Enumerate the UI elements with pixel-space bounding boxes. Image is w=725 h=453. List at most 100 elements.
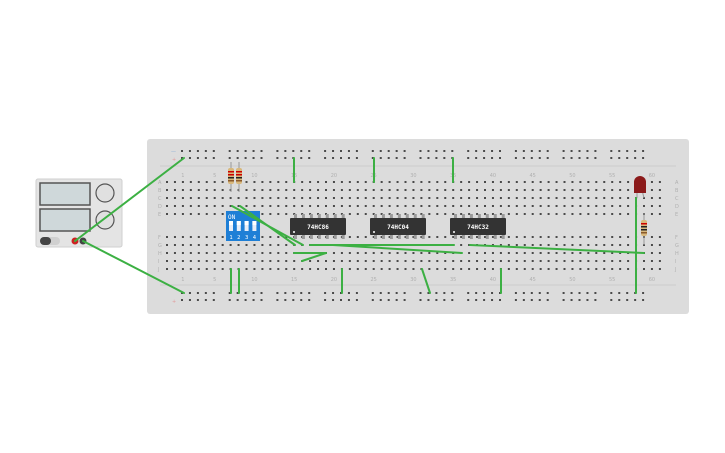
hole[interactable] [611,268,614,270]
hole[interactable] [555,244,558,246]
rail-hole[interactable] [228,150,231,152]
rail-hole[interactable] [642,292,645,294]
rail-hole[interactable] [586,292,589,294]
hole[interactable] [603,244,606,246]
hole[interactable] [428,213,431,215]
rail-hole[interactable] [530,292,533,294]
rail-hole[interactable] [522,292,525,294]
rail-hole[interactable] [435,292,438,294]
rail-hole[interactable] [387,157,390,159]
hole[interactable] [197,205,200,207]
hole[interactable] [372,189,375,191]
hole[interactable] [587,268,590,270]
rail-hole[interactable] [570,157,573,159]
hole[interactable] [658,213,661,215]
hole[interactable] [539,260,542,262]
hole[interactable] [396,181,399,183]
rail-hole[interactable] [228,292,231,294]
hole[interactable] [499,236,502,238]
hole[interactable] [213,205,216,207]
hole[interactable] [444,213,447,215]
hole[interactable] [420,260,423,262]
rail-hole[interactable] [276,292,279,294]
hole[interactable] [491,260,494,262]
rail-hole[interactable] [212,157,215,159]
hole[interactable] [221,260,224,262]
hole[interactable] [356,205,359,207]
hole[interactable] [547,244,550,246]
hole[interactable] [603,252,606,254]
hole[interactable] [460,181,463,183]
rail-hole[interactable] [371,150,374,152]
hole[interactable] [325,181,327,183]
hole[interactable] [468,197,471,199]
hole[interactable] [364,268,367,270]
hole[interactable] [396,197,399,199]
hole[interactable] [285,268,288,270]
hole[interactable] [460,244,463,246]
hole[interactable] [587,189,590,191]
rail-hole[interactable] [499,157,501,159]
rail-hole[interactable] [395,150,398,152]
hole[interactable] [571,236,574,238]
hole[interactable] [579,213,582,215]
rail-hole[interactable] [379,292,382,294]
hole[interactable] [563,205,566,207]
hole[interactable] [261,244,264,246]
rail-hole[interactable] [347,292,350,294]
hole[interactable] [484,268,486,270]
hole[interactable] [364,236,367,238]
hole[interactable] [213,197,216,199]
rail-hole[interactable] [475,157,478,159]
hole[interactable] [571,260,574,262]
hole[interactable] [166,181,168,183]
hole[interactable] [285,197,288,199]
hole[interactable] [221,197,224,199]
hole[interactable] [491,252,494,254]
hole[interactable] [539,197,542,199]
rail-hole[interactable] [634,157,637,159]
hole[interactable] [484,260,486,262]
hole[interactable] [619,189,622,191]
hole[interactable] [277,181,280,183]
rail-hole[interactable] [244,150,247,152]
rail-hole[interactable] [181,299,183,301]
rail-hole[interactable] [419,150,422,152]
rail-hole[interactable] [252,299,255,301]
hole[interactable] [619,268,622,270]
hole[interactable] [388,268,391,270]
hole[interactable] [213,244,216,246]
hole[interactable] [269,260,272,262]
rail-hole[interactable] [284,150,287,152]
rail-hole[interactable] [514,292,517,294]
hole[interactable] [619,252,622,254]
hole[interactable] [595,181,598,183]
hole[interactable] [380,213,383,215]
hole[interactable] [205,205,208,207]
hole[interactable] [221,236,224,238]
rail-hole[interactable] [403,292,406,294]
hole[interactable] [650,213,653,215]
hole[interactable] [499,252,502,254]
hole[interactable] [173,213,176,215]
rail-hole[interactable] [467,157,470,159]
hole[interactable] [547,268,550,270]
hole[interactable] [627,244,630,246]
hole[interactable] [539,244,542,246]
hole[interactable] [571,189,574,191]
hole[interactable] [523,244,526,246]
hole[interactable] [380,252,383,254]
hole[interactable] [261,205,264,207]
hole[interactable] [412,252,415,254]
rail-hole[interactable] [403,299,406,301]
rail-hole[interactable] [236,150,239,152]
hole[interactable] [579,260,582,262]
hole[interactable] [388,260,391,262]
rail-hole[interactable] [355,150,358,152]
hole[interactable] [396,236,399,238]
hole[interactable] [523,189,526,191]
hole[interactable] [301,205,304,207]
hole[interactable] [658,236,661,238]
hole[interactable] [221,205,224,207]
hole[interactable] [404,268,407,270]
